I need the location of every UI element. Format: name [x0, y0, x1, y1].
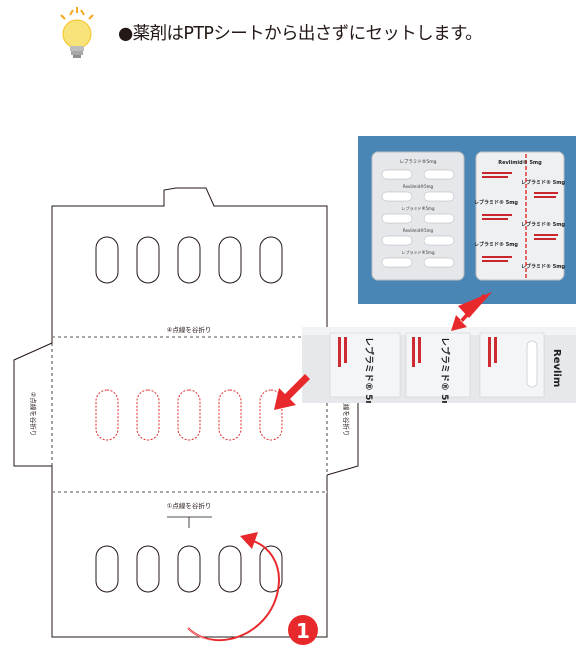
- closeup-brand: Revlim: [551, 349, 562, 387]
- tip-text: ●薬剤はPTPシートから出さずにセットします。: [118, 24, 483, 44]
- svg-text:レブラミド® 5mg: レブラミド® 5mg: [439, 337, 451, 403]
- top-windows: [95, 236, 283, 284]
- left-sheet-header-4: Revlimid®5mg: [403, 228, 434, 233]
- svg-text:レブラミド® 5mg: レブラミド® 5mg: [474, 199, 518, 206]
- ptp-sheets-photo: レブラミド®5mg Revlimid®5mg レブラミド®5mg Revlimi…: [358, 136, 576, 304]
- tip-row: ●薬剤はPTPシートから出さずにセットします。: [0, 0, 576, 80]
- lightbulb-icon: [60, 7, 94, 58]
- case-middle-panel: [52, 337, 327, 492]
- closeup-drug-name: レブラミド® 5mg: [363, 337, 375, 403]
- fold-up-arrow: [187, 539, 280, 642]
- right-sheet-label: レブラミド® 5mg: [521, 179, 565, 186]
- left-sheet-header-5: レブラミド®5mg: [402, 249, 435, 255]
- middle-windows: [95, 389, 283, 441]
- left-sheet-header-3: レブラミド®5mg: [402, 205, 435, 211]
- left-sheet-header-2: Revlimid®5mg: [403, 184, 434, 189]
- right-sheet-header: Revlimid® 5mg: [498, 160, 542, 166]
- case-bottom-panel: [51, 491, 328, 638]
- fold-up-arrowhead: [240, 532, 258, 549]
- left-flap: [13, 342, 53, 467]
- svg-text:レブラミド® 5mg: レブラミド® 5mg: [521, 221, 565, 228]
- left-sheet-header-1: レブラミド®5mg: [399, 158, 436, 165]
- case-top-panel: [51, 187, 328, 338]
- step-number: 1: [296, 619, 310, 643]
- svg-text:レブラミド® 5mg: レブラミド® 5mg: [474, 241, 518, 248]
- fold-right-label: ③点線を谷折り: [342, 392, 351, 437]
- fold-top-label: ④点線を谷折り: [167, 325, 212, 334]
- ptp-closeup-photo: レブラミド® 5mg レブラミド® 5mg Revlim: [302, 327, 576, 403]
- svg-text:レブラミド® 5mg: レブラミド® 5mg: [521, 263, 565, 270]
- bottom-windows: [95, 545, 283, 593]
- step-badge: [288, 615, 318, 645]
- fold-bottom-label: ①点線を谷折り: [167, 501, 212, 510]
- fold-left-label: ②点線を谷折り: [29, 392, 38, 437]
